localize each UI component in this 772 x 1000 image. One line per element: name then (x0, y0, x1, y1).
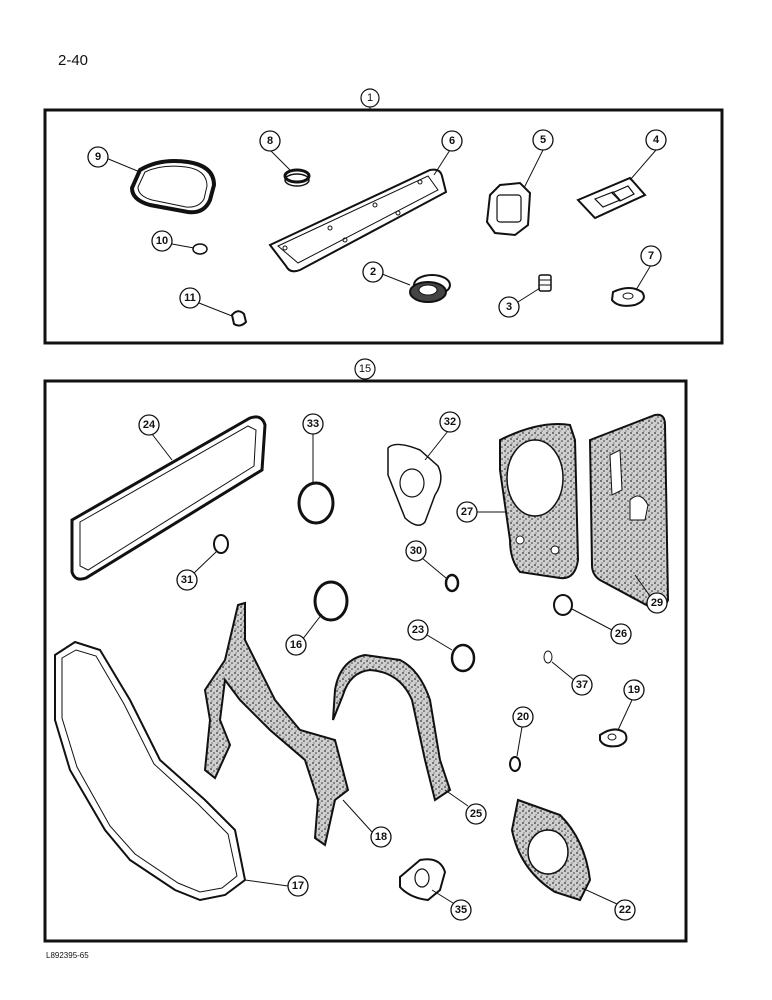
callout-23: 23 (407, 619, 453, 651)
svg-text:3: 3 (506, 301, 512, 313)
part-5-flange-gasket (485, 181, 532, 237)
upper-kit-frame (43, 108, 724, 345)
part-33-o-ring (297, 481, 335, 525)
figure-code: L892395-65 (46, 951, 89, 960)
svg-text:10: 10 (156, 235, 168, 247)
svg-text:16: 16 (290, 639, 302, 651)
callout-25: 25 (444, 789, 487, 825)
lower-kit: 15 (43, 358, 688, 943)
svg-text:31: 31 (181, 574, 193, 586)
svg-text:9: 9 (95, 151, 101, 163)
svg-text:35: 35 (455, 904, 467, 916)
svg-text:4: 4 (653, 134, 660, 146)
upper-kit: 1 (43, 88, 724, 345)
part-27-water-pump-gasket (499, 423, 580, 580)
part-7-small-gasket (610, 287, 645, 307)
svg-text:2: 2 (370, 266, 376, 278)
callout-30: 30 (405, 540, 447, 579)
callout-35: 35 (431, 889, 472, 921)
svg-text:24: 24 (143, 419, 156, 431)
lower-kit-frame (43, 379, 688, 943)
svg-text:22: 22 (619, 904, 631, 916)
svg-text:23: 23 (412, 624, 424, 636)
kit-callout-15-label: 15 (359, 363, 371, 375)
part-25-rear-cover-gasket (332, 653, 452, 802)
callout-6: 6 (433, 130, 463, 176)
svg-text:26: 26 (615, 628, 627, 640)
part-24-valve-cover-gasket (70, 415, 267, 581)
callout-24: 24 (138, 414, 173, 461)
svg-text:11: 11 (184, 292, 196, 304)
svg-text:5: 5 (540, 134, 546, 146)
callout-22: 22 (581, 887, 636, 921)
part-20-o-ring (509, 756, 521, 772)
svg-text:29: 29 (651, 597, 663, 609)
part-4-double-port-gasket (576, 176, 647, 220)
part-35-flange-gasket (399, 858, 447, 902)
callout-4: 4 (629, 129, 667, 181)
svg-text:20: 20 (517, 711, 529, 723)
part-22-exhaust-gasket (510, 798, 592, 902)
part-29-oil-cooler-gasket (588, 413, 670, 609)
svg-text:25: 25 (470, 808, 482, 820)
svg-text:19: 19 (628, 684, 640, 696)
svg-text:33: 33 (307, 418, 319, 430)
part-26-o-ring (553, 594, 573, 616)
part-11-clip (230, 310, 248, 327)
part-2-crank-seal (409, 274, 451, 303)
part-19-small-gasket (599, 728, 628, 748)
callout-33: 33 (302, 413, 324, 484)
callout-10: 10 (151, 230, 195, 252)
callout-5: 5 (523, 129, 554, 189)
part-3-grommet (538, 274, 552, 292)
part-32-thermostat-gasket (387, 443, 442, 526)
svg-text:7: 7 (648, 250, 654, 262)
svg-text:18: 18 (375, 831, 387, 843)
callout-26: 26 (571, 608, 632, 645)
callout-7: 7 (635, 245, 662, 291)
kit-callout-1-label: 1 (367, 92, 373, 104)
callout-18: 18 (342, 799, 392, 848)
callout-37: 37 (551, 661, 593, 696)
part-31-o-ring (213, 534, 229, 554)
callout-2: 2 (362, 261, 411, 286)
part-8-seal (283, 168, 311, 187)
svg-text:30: 30 (410, 545, 422, 557)
part-37-seal (543, 650, 553, 664)
callout-8: 8 (259, 130, 291, 171)
svg-text:32: 32 (444, 416, 456, 428)
part-10-o-ring (192, 243, 208, 255)
svg-text:37: 37 (576, 679, 588, 691)
svg-text:17: 17 (292, 880, 304, 892)
page-number: 2-40 (58, 52, 89, 69)
part-30-seal (444, 573, 460, 593)
part-17-gear-housing-gasket (54, 640, 247, 902)
svg-text:6: 6 (449, 135, 455, 147)
callout-29: 29 (634, 574, 668, 614)
part-18-front-cover-gasket (203, 601, 350, 847)
callout-3: 3 (498, 287, 541, 318)
part-9-square-gasket (129, 159, 217, 215)
callout-17: 17 (244, 875, 309, 897)
callout-31: 31 (176, 551, 217, 591)
callout-19: 19 (617, 679, 645, 731)
callout-20: 20 (512, 706, 534, 757)
svg-text:8: 8 (267, 135, 273, 147)
callout-27: 27 (456, 501, 505, 523)
part-23-o-ring (450, 643, 476, 673)
svg-text:27: 27 (461, 506, 473, 518)
part-6-manifold-gasket (268, 168, 448, 273)
part-16-o-ring (313, 580, 349, 622)
callout-11: 11 (179, 287, 233, 317)
callout-9: 9 (87, 146, 141, 173)
callout-16: 16 (285, 613, 323, 656)
callout-32: 32 (424, 411, 461, 461)
